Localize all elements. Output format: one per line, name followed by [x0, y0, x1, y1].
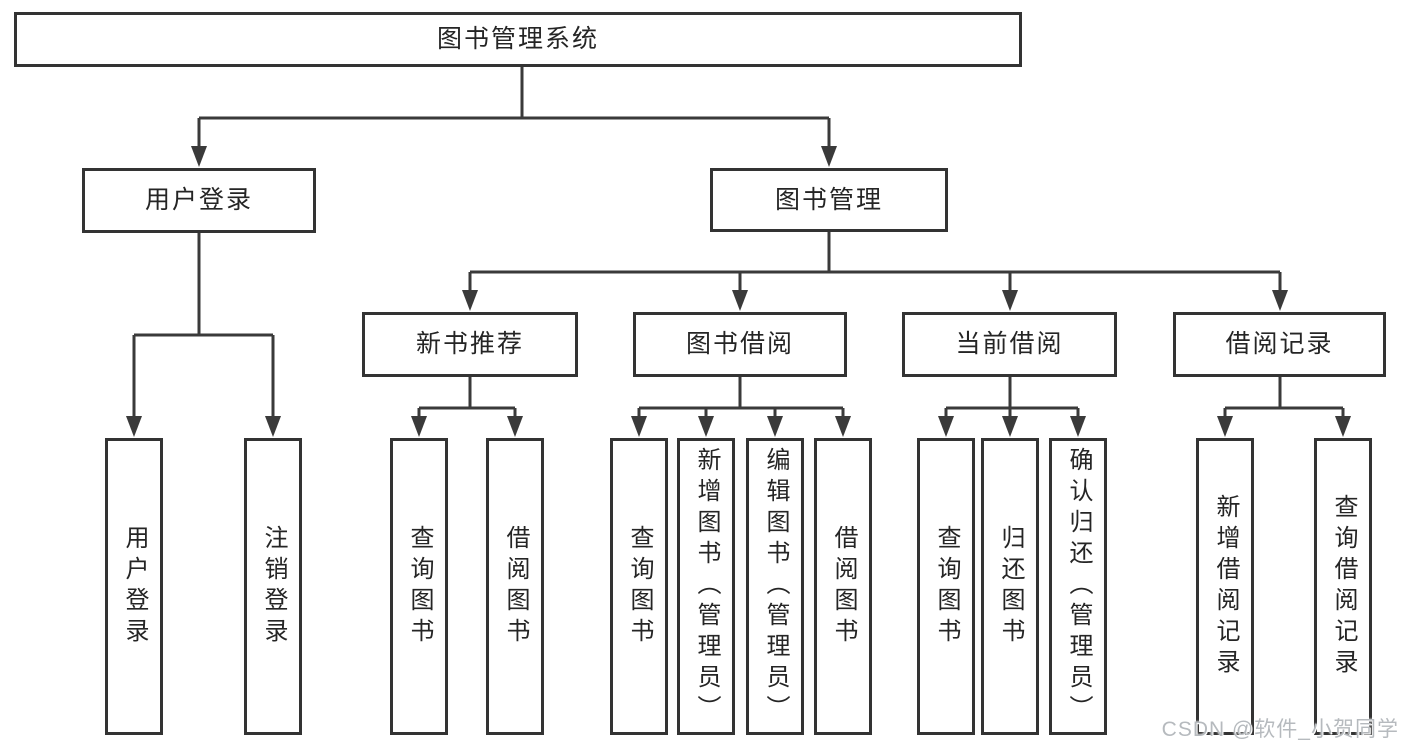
node-leaf-borrow-1: 借阅图书 [486, 438, 544, 735]
node-leaf-logout: 注销登录 [244, 438, 302, 735]
node-label: 确认归还（管理员） [1065, 447, 1092, 726]
node-label: 新增借阅记录 [1212, 493, 1239, 680]
arrowhead-down-icon [698, 416, 714, 437]
node-label: 查询借阅记录 [1330, 493, 1357, 680]
node-label: 借阅图书 [830, 524, 857, 649]
arrowhead-down-icon [1002, 290, 1018, 311]
arrowhead-down-icon [462, 290, 478, 311]
arrowhead-down-icon [191, 146, 207, 167]
node-label: 借阅记录 [1225, 330, 1334, 358]
node-leaf-add-rec: 新增借阅记录 [1196, 438, 1254, 735]
node-leaf-return: 归还图书 [981, 438, 1039, 735]
node-label: 用户登录 [121, 524, 148, 649]
arrowhead-down-icon [411, 416, 427, 437]
node-label: 注销登录 [260, 524, 287, 649]
arrowhead-down-icon [767, 416, 783, 437]
arrowhead-down-icon [265, 416, 281, 437]
node-new-book-rec: 新书推荐 [362, 312, 578, 377]
arrowhead-down-icon [1070, 416, 1086, 437]
node-label: 归还图书 [997, 524, 1024, 649]
node-borrow-record: 借阅记录 [1173, 312, 1386, 377]
node-label: 借阅图书 [502, 524, 529, 649]
node-current-borrow: 当前借阅 [902, 312, 1117, 377]
node-label: 查询图书 [933, 524, 960, 649]
arrowhead-down-icon [938, 416, 954, 437]
arrowhead-down-icon [835, 416, 851, 437]
node-label: 新书推荐 [415, 330, 524, 358]
arrowhead-down-icon [1335, 416, 1351, 437]
node-leaf-query-3: 查询图书 [917, 438, 975, 735]
node-label: 编辑图书（管理员） [762, 447, 789, 726]
node-leaf-query-1: 查询图书 [390, 438, 448, 735]
node-leaf-add-book: 新增图书（管理员） [677, 438, 735, 735]
watermark-text: CSDN @软件_小贺同学 [1161, 718, 1399, 741]
arrowhead-down-icon [821, 146, 837, 167]
node-book-manage: 图书管理 [710, 168, 948, 232]
arrowhead-down-icon [631, 416, 647, 437]
node-leaf-confirm: 确认归还（管理员） [1049, 438, 1107, 735]
arrowhead-down-icon [1217, 416, 1233, 437]
arrowhead-down-icon [1272, 290, 1288, 311]
node-label: 查询图书 [626, 524, 653, 649]
node-leaf-user-login: 用户登录 [105, 438, 163, 735]
node-leaf-query-2: 查询图书 [610, 438, 668, 735]
node-label: 查询图书 [406, 524, 433, 649]
arrowhead-down-icon [507, 416, 523, 437]
node-label: 用户登录 [144, 186, 253, 214]
node-label: 图书借阅 [685, 330, 794, 358]
node-leaf-query-rec: 查询借阅记录 [1314, 438, 1372, 735]
node-label: 新增图书（管理员） [693, 447, 720, 726]
arrowhead-down-icon [732, 290, 748, 311]
arrowhead-down-icon [1002, 416, 1018, 437]
node-root: 图书管理系统 [14, 12, 1022, 67]
node-leaf-borrow-2: 借阅图书 [814, 438, 872, 735]
node-user-login: 用户登录 [82, 168, 316, 233]
node-label: 图书管理系统 [436, 25, 599, 53]
node-book-borrow: 图书借阅 [633, 312, 847, 377]
node-leaf-edit-book: 编辑图书（管理员） [746, 438, 804, 735]
arrowhead-down-icon [126, 416, 142, 437]
node-label: 图书管理 [774, 185, 883, 214]
node-label: 当前借阅 [955, 330, 1064, 358]
